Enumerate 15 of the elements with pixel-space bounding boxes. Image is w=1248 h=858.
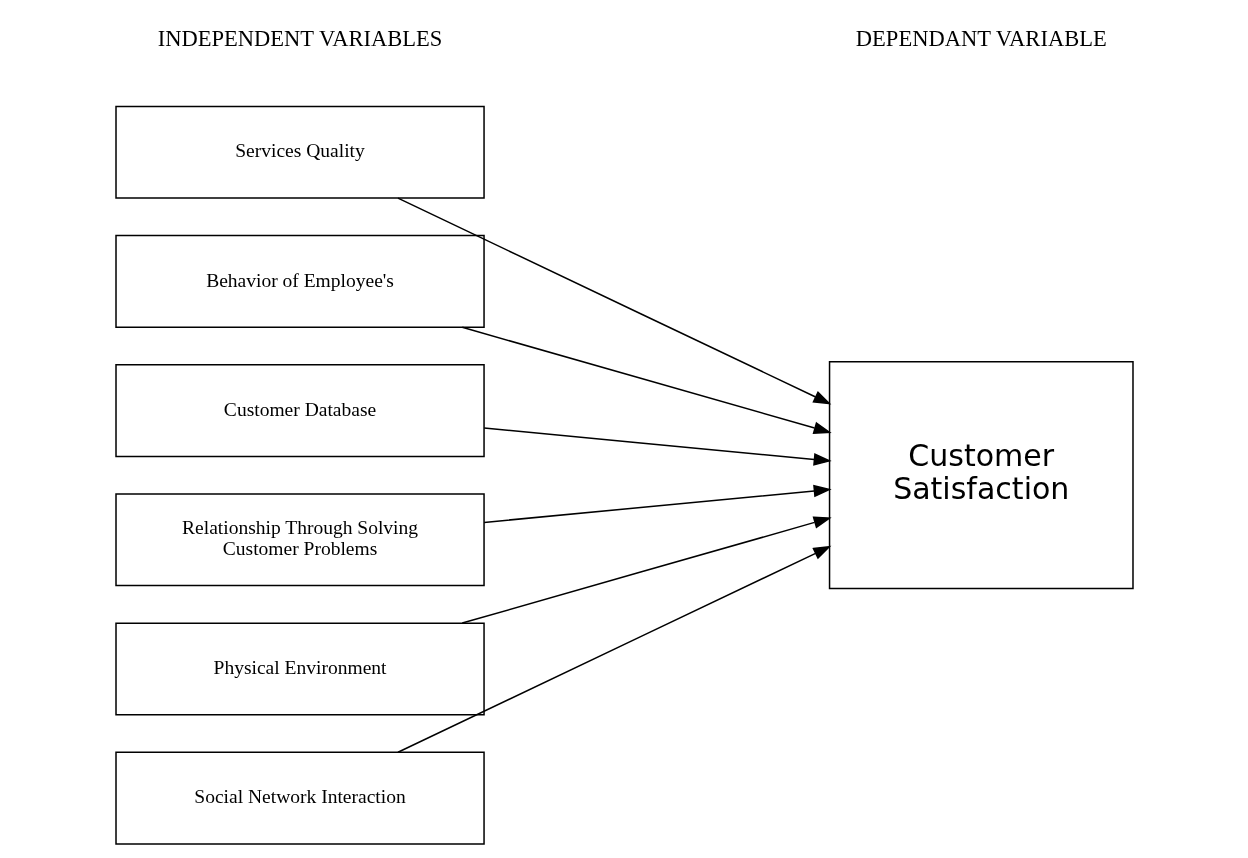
arrow [482, 427, 832, 466]
node-box: Services Quality [114, 105, 485, 199]
node-box: Customer Satisfaction [828, 361, 1134, 590]
node-box: Behavior of Employee's [114, 234, 485, 328]
arrow [396, 197, 831, 405]
label: DEPENDANT VARIABLE [855, 26, 1107, 52]
label: INDEPENDENT VARIABLES [157, 26, 442, 52]
arrow [482, 484, 832, 524]
node-box: Relationship Through Solving Customer Problems [114, 493, 485, 587]
arrow [461, 326, 832, 434]
node-box: Physical Environment [114, 622, 485, 716]
node-box: Social Network Interaction [114, 751, 485, 845]
arrow [396, 545, 831, 753]
arrow [461, 516, 832, 624]
node-box: Customer Database [114, 364, 485, 458]
